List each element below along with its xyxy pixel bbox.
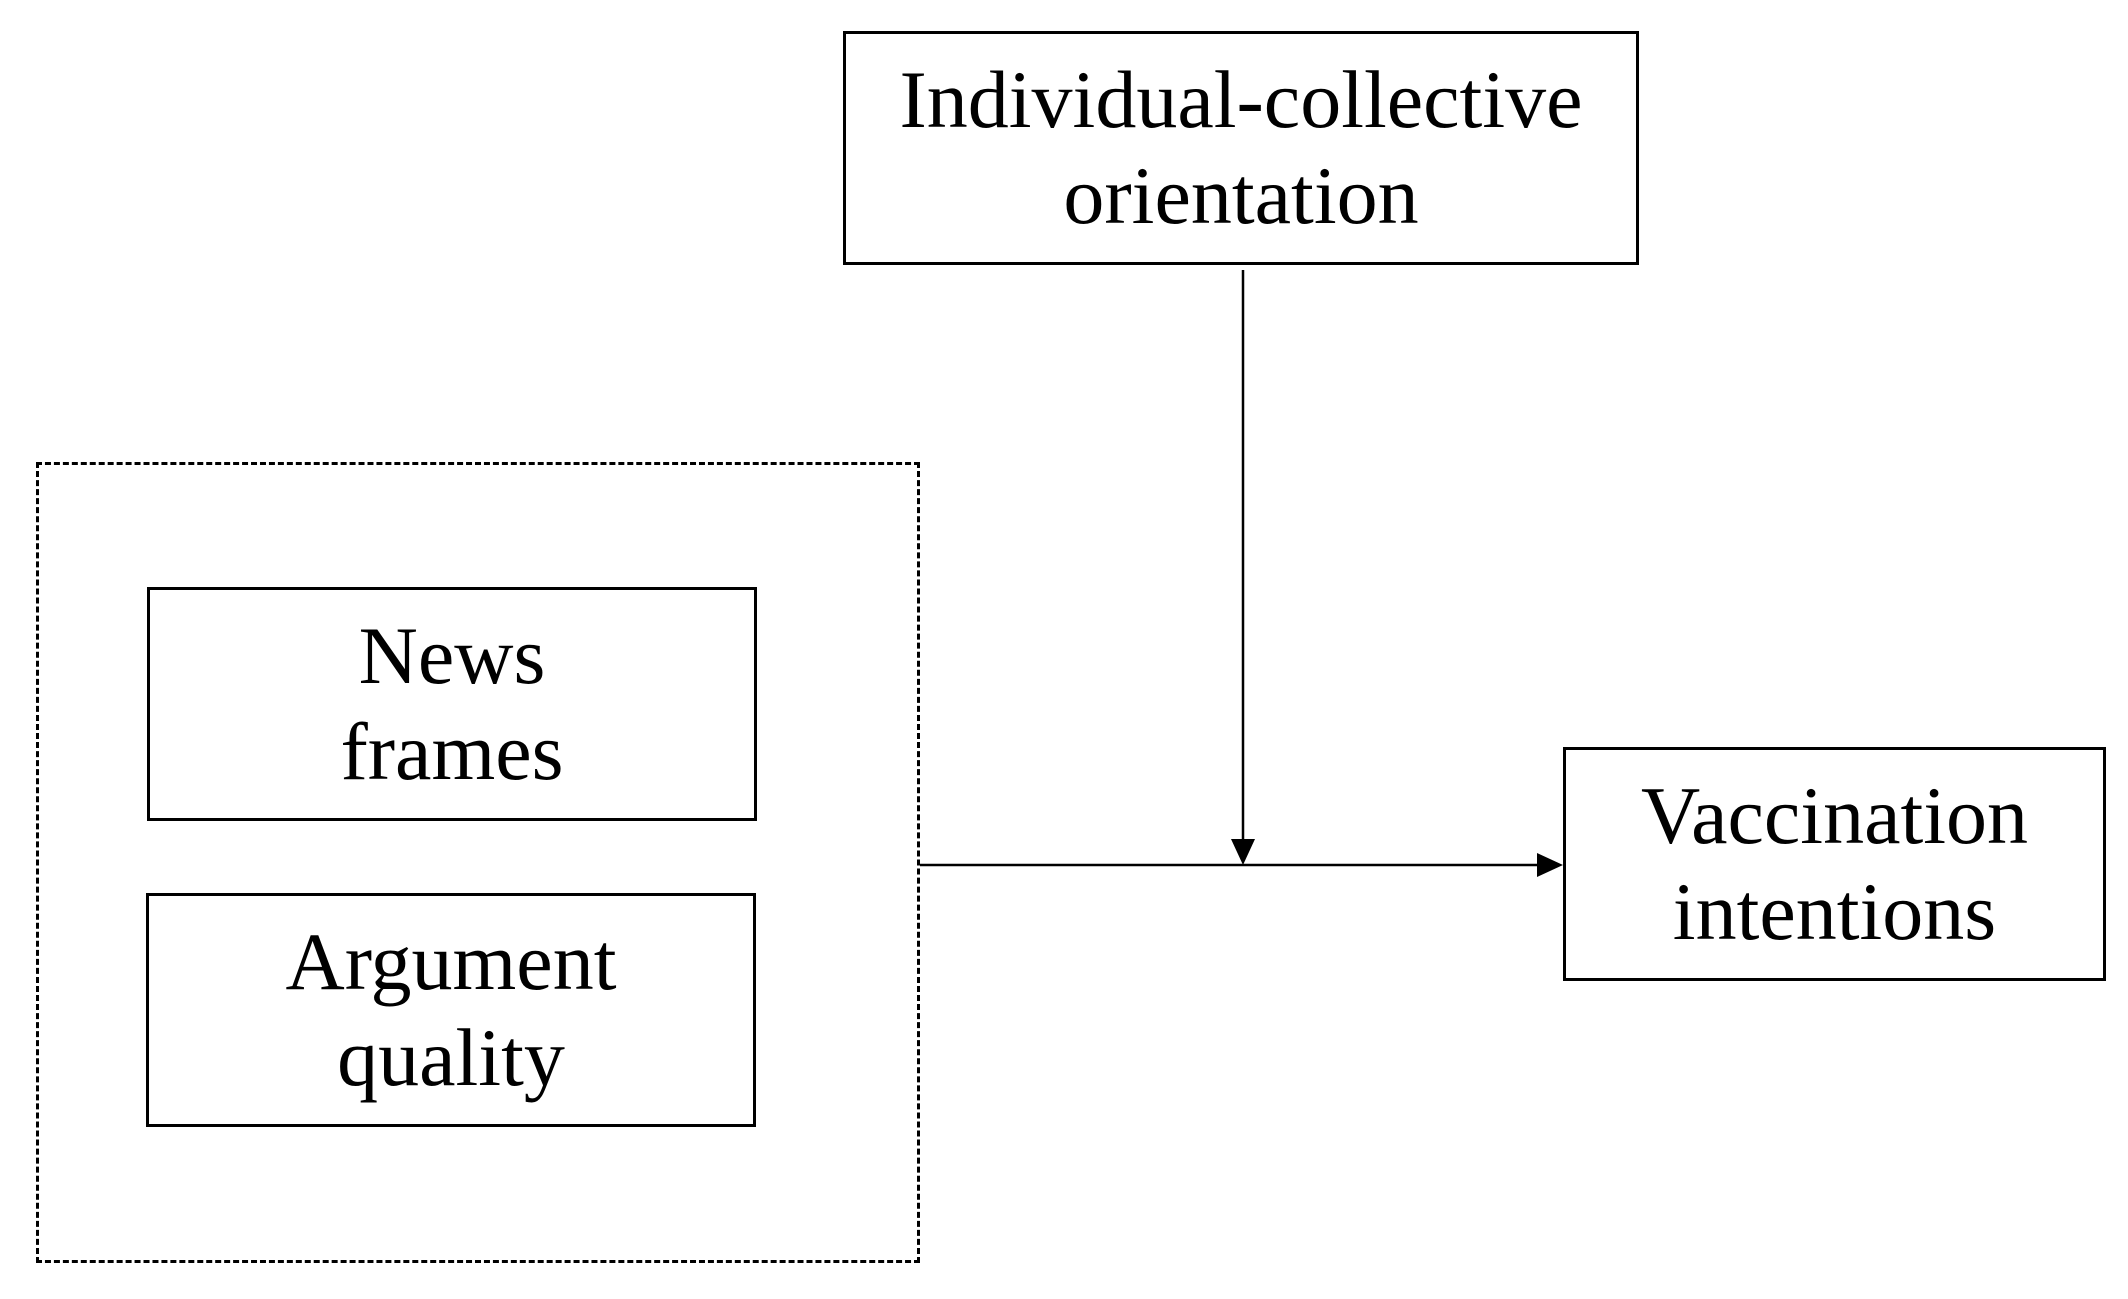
news-frames-label-line2: frames (340, 706, 564, 797)
outcome-label-line1: Vaccination (1640, 770, 2029, 861)
outcome-label-line2: intentions (1672, 866, 1997, 957)
argument-quality-box: Argument quality (146, 893, 756, 1127)
moderator-box: Individual-collective orientation (843, 31, 1639, 265)
news-frames-label-line1: News (358, 610, 546, 701)
news-frames-box: News frames (147, 587, 757, 821)
main-effect-arrowhead (1537, 853, 1563, 877)
argument-quality-label-line1: Argument (285, 916, 617, 1007)
moderator-label-line2: orientation (1063, 150, 1419, 241)
vaccination-intentions-box: Vaccination intentions (1563, 747, 2106, 981)
argument-quality-label-line2: quality (337, 1012, 565, 1103)
moderator-label-line1: Individual-collective (899, 54, 1583, 145)
predictor-group-dashed-box (36, 462, 920, 1263)
moderation-arrowhead (1231, 839, 1255, 865)
